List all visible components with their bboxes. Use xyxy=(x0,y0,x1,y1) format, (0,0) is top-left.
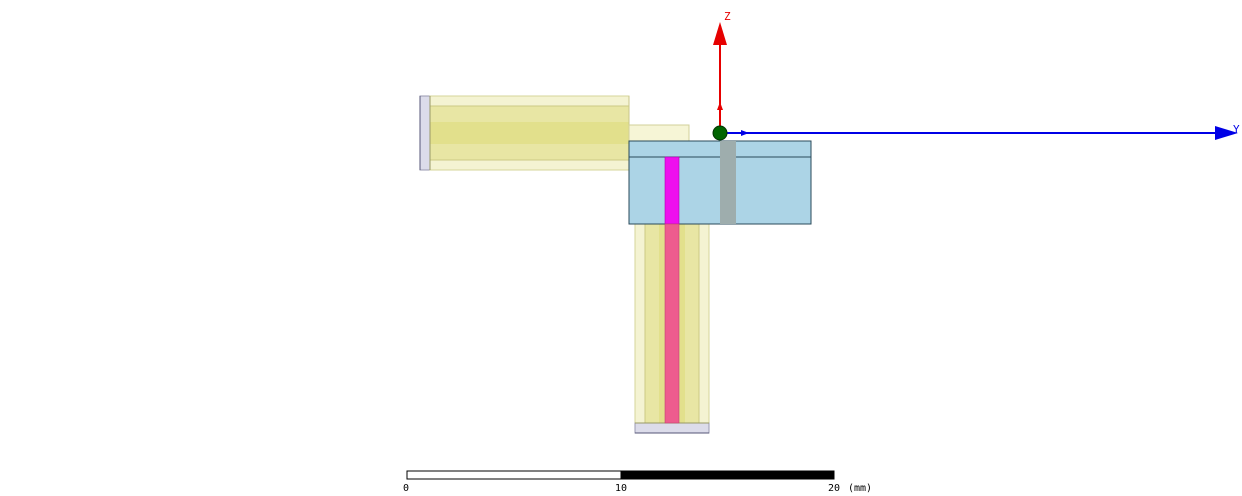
axes-triad: Z Y xyxy=(712,10,1240,141)
z-axis-arrowhead xyxy=(713,22,727,45)
horizontal-coax-connector[interactable] xyxy=(419,95,690,171)
z-axis-label: Z xyxy=(724,10,731,23)
z-axis-small-arrow xyxy=(717,102,723,110)
origin-marker xyxy=(712,125,728,141)
coax-end-cap xyxy=(419,95,431,171)
probe-pin-lower xyxy=(664,223,680,424)
scale-tick-10: 10 xyxy=(615,483,627,494)
scale-tick-20: 20 xyxy=(828,483,840,494)
scale-bar: 0 10 20 (mm) xyxy=(403,470,872,494)
feed-end-cap xyxy=(634,422,710,434)
scale-tick-0: 0 xyxy=(403,483,409,494)
y-axis-label: Y xyxy=(1233,123,1240,136)
scale-bar-white-segment xyxy=(406,470,622,480)
y-axis-small-arrow xyxy=(741,130,749,136)
coax-pin-stub xyxy=(628,124,690,143)
substrate-block[interactable] xyxy=(628,140,812,225)
scale-unit: (mm) xyxy=(848,483,872,494)
ground-strip xyxy=(720,141,736,224)
scale-bar-black-segment xyxy=(620,470,835,480)
y-axis-arrowhead xyxy=(1215,126,1238,140)
coax-center-band xyxy=(430,122,629,144)
probe-pin-upper xyxy=(664,156,680,225)
probe-conductor[interactable] xyxy=(664,156,680,424)
